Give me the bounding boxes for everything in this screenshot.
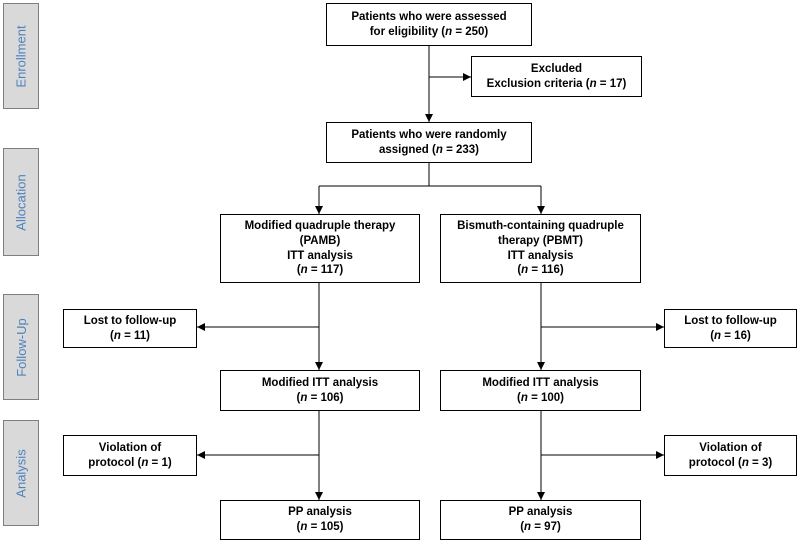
assessed-box: Patients who were assessed for eligibili… bbox=[326, 3, 532, 46]
stage-analysis: Analysis bbox=[3, 420, 39, 526]
pp-left-box: PP analysis (n = 105) bbox=[220, 500, 420, 540]
stage-enrollment: Enrollment bbox=[3, 3, 39, 109]
lost-followup-left-box: Lost to follow-up (n = 11) bbox=[63, 309, 197, 348]
lost-followup-right-box: Lost to follow-up (n = 16) bbox=[664, 309, 797, 348]
pp-right-box: PP analysis (n = 97) bbox=[440, 500, 641, 540]
violation-left-box: Violation of protocol (n = 1) bbox=[63, 435, 197, 476]
mitt-left-box: Modified ITT analysis (n = 106) bbox=[220, 370, 420, 411]
stage-followup: Follow-Up bbox=[3, 294, 39, 400]
randomized-box: Patients who were randomly assigned (n =… bbox=[326, 122, 532, 163]
pamb-arm-box: Modified quadruple therapy (PAMB) ITT an… bbox=[220, 214, 420, 283]
pbmt-arm-box: Bismuth-containing quadruple therapy (PB… bbox=[440, 214, 641, 283]
mitt-right-box: Modified ITT analysis (n = 100) bbox=[440, 370, 641, 411]
stage-allocation: Allocation bbox=[3, 148, 39, 256]
excluded-box: Excluded Exclusion criteria (n = 17) bbox=[471, 56, 642, 97]
violation-right-box: Violation of protocol (n = 3) bbox=[664, 435, 797, 476]
